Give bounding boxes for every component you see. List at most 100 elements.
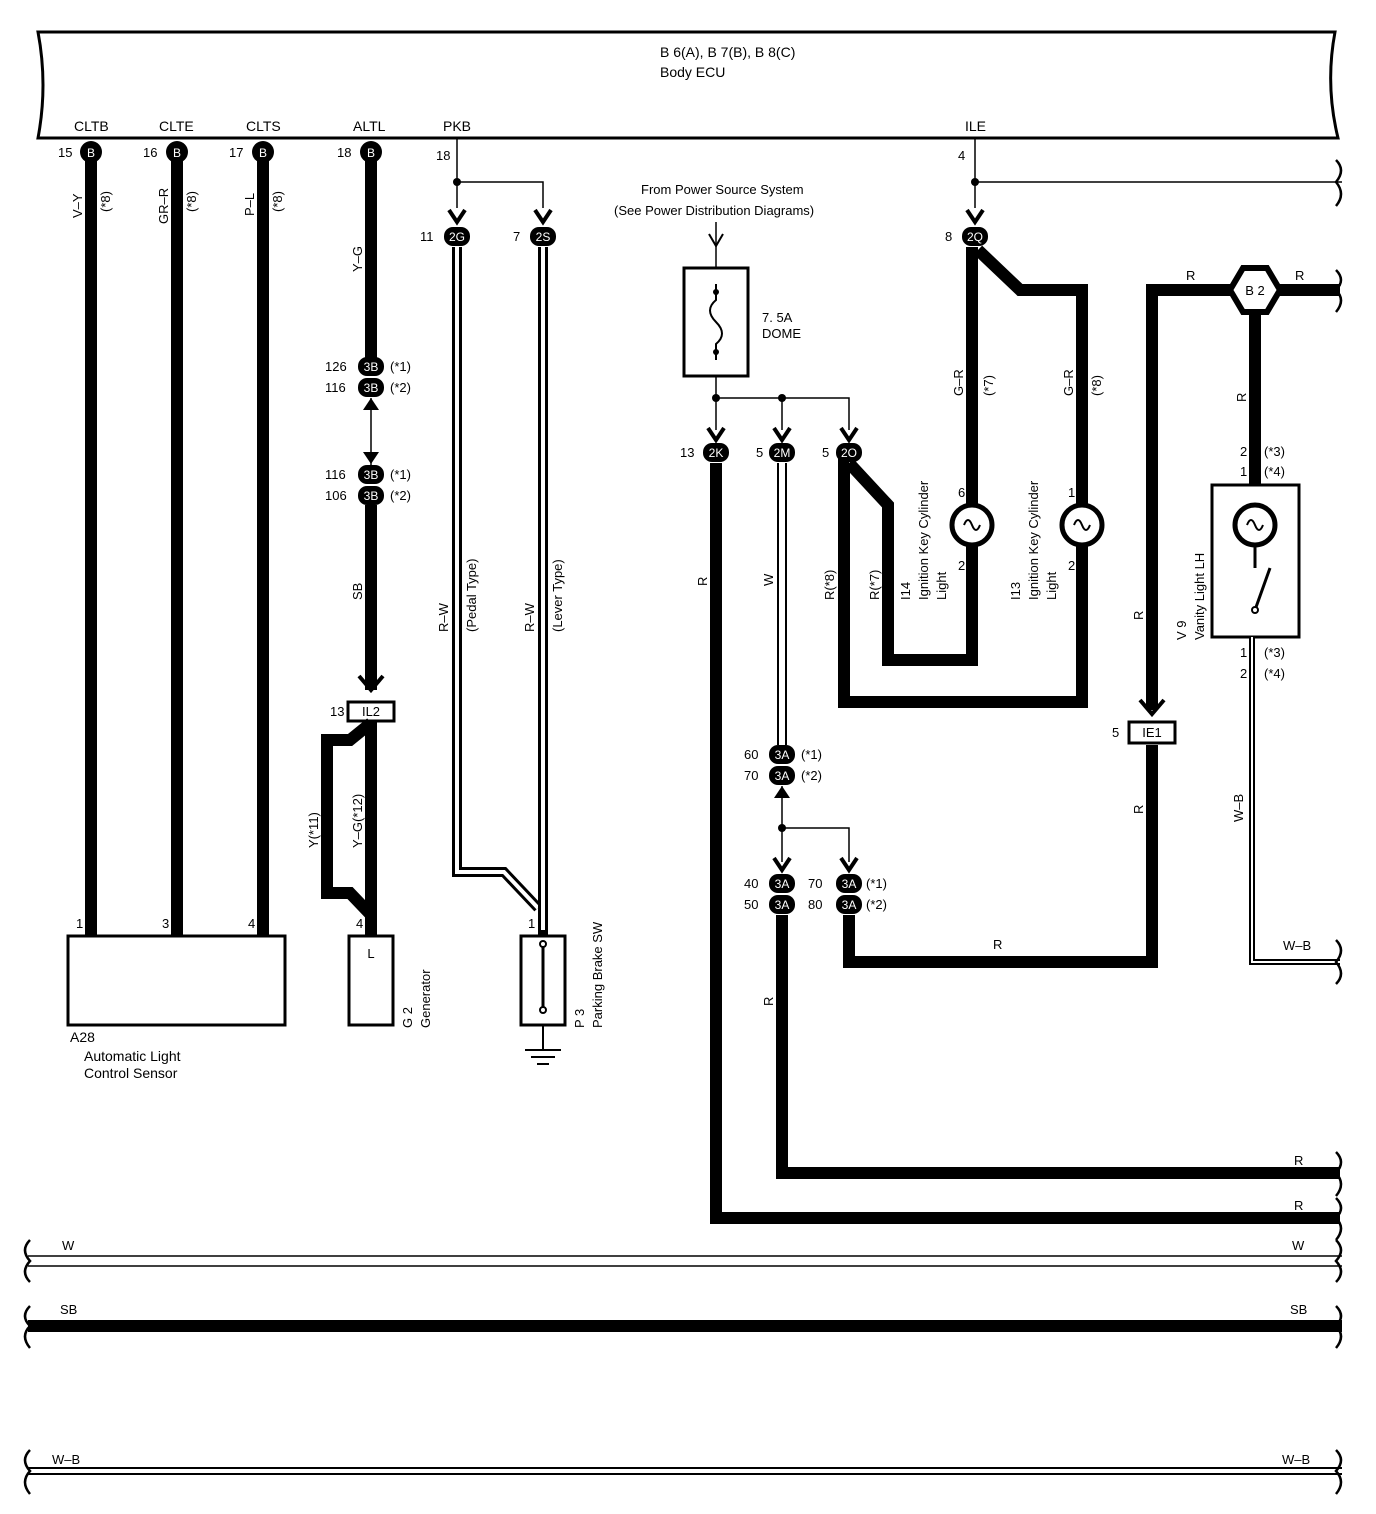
connector-2s: 2S	[530, 227, 556, 246]
bus-wb-label-right: W–B	[1282, 1452, 1310, 1467]
junction-fuse-a	[712, 394, 720, 402]
wire-label-rw-lever: R–W	[522, 602, 537, 632]
fuse-terminal-top	[713, 289, 719, 295]
connector-2k: 2K	[703, 443, 729, 462]
connector-3b-106: 3B	[358, 486, 384, 505]
pin-17: 17	[229, 145, 243, 160]
wire-note-7: (*7)	[981, 375, 996, 396]
generator-terminal-l: L	[367, 946, 374, 961]
pin-116: 116	[325, 380, 346, 395]
svg-text:3A: 3A	[775, 748, 790, 762]
arrow-ie1	[1138, 698, 1166, 718]
i14-name-line2: Light	[934, 571, 949, 600]
wire-note-8-a: (*8)	[98, 191, 113, 212]
svg-text:2Q: 2Q	[967, 230, 983, 244]
a28-sensor-box	[66, 934, 287, 1027]
junction-ie1	[1127, 720, 1177, 745]
connector-2m: 2M	[769, 443, 795, 462]
a28-name-line2: Control Sensor	[84, 1065, 178, 1081]
pin-126: 126	[325, 359, 347, 374]
parking-brake-code: P 3	[572, 1009, 587, 1028]
break-marks	[23, 159, 1343, 1495]
junction-pkb	[453, 178, 461, 186]
vanity-pin-1-top: 1	[1240, 464, 1247, 479]
connector-3b-116b: 3B	[358, 465, 384, 484]
wire-2k-r	[710, 463, 1340, 1224]
note-2-3b-a: (*2)	[390, 380, 411, 395]
wire-label-p-l: P–L	[242, 193, 257, 216]
vanity-pin-2-top: 2	[1240, 444, 1247, 459]
junction-il2-label: IL2	[362, 704, 380, 719]
wire-label-y-g: Y–G	[350, 246, 365, 272]
pin-13-2k: 13	[680, 445, 694, 460]
note-1-3b-a: (*1)	[390, 359, 411, 374]
arrow-3a-40	[772, 856, 792, 874]
note-2-3a-a: (*2)	[801, 768, 822, 783]
wire-2o-r7	[844, 458, 978, 666]
wire-note-8-b: (*8)	[184, 191, 199, 212]
pin-8: 8	[945, 229, 952, 244]
svg-text:B: B	[367, 146, 375, 160]
bus-sb-label-right: SB	[1290, 1302, 1307, 1317]
note-1-3b-b: (*1)	[390, 467, 411, 482]
connector-3a-70b: 3A	[836, 874, 862, 893]
wire-label-y11: Y(*11)	[306, 812, 321, 848]
bus-sb-label-left: SB	[60, 1302, 77, 1317]
wire-label-r-b2-right: R	[1295, 268, 1304, 283]
connector-3b-116: 3B	[358, 378, 384, 397]
connector-3a-50: 3A	[769, 895, 795, 914]
ecu-terminal-clte: CLTE	[159, 118, 194, 134]
pin-16: 16	[143, 145, 157, 160]
connector-arrow-up	[363, 398, 379, 410]
svg-text:3A: 3A	[775, 898, 790, 912]
vanity-switch-contact	[1251, 606, 1259, 614]
wire-label-sb-altl: SB	[350, 583, 365, 600]
wire-note-8-d: (*8)	[1089, 375, 1104, 396]
svg-text:2G: 2G	[449, 230, 465, 244]
arrow-2g	[447, 208, 467, 226]
switch-contact-bottom	[539, 1006, 547, 1014]
pin-5-2m: 5	[756, 445, 763, 460]
ecu-name: Body ECU	[660, 64, 725, 80]
a28-name-line1: Automatic Light	[84, 1048, 181, 1064]
vanity-note-3-bottom: (*3)	[1264, 645, 1285, 660]
i14-pin-6: 6	[958, 485, 965, 500]
wire-label-r-vanity: R	[1234, 393, 1249, 402]
junction-ile	[971, 178, 979, 186]
ecu-terminal-clts: CLTS	[246, 118, 281, 134]
wire-label-r-bottom: R	[993, 937, 1002, 952]
vanity-pin-2-bottom: 2	[1240, 666, 1247, 681]
pin-70b: 70	[808, 876, 822, 891]
svg-text:2O: 2O	[841, 446, 857, 460]
wire-note-8-c: (*8)	[270, 191, 285, 212]
svg-text:3A: 3A	[842, 898, 857, 912]
pin-5-ie1: 5	[1112, 725, 1119, 740]
svg-text:3A: 3A	[775, 877, 790, 891]
generator-pin-4: 4	[356, 916, 363, 931]
vanity-lamp-icon	[1232, 502, 1278, 548]
connector-2g: 2G	[444, 227, 470, 246]
pin-5-2o: 5	[822, 445, 829, 460]
pin-18-pkb: 18	[436, 148, 450, 163]
wire-label-r-bus-2: R	[1294, 1198, 1303, 1213]
i13-name-line1: Ignition Key Cylinder	[1026, 480, 1041, 600]
wire-pkb-split	[457, 181, 544, 208]
wire-vanity-wb-inner	[1251, 637, 1340, 963]
note-2-3b-b: (*2)	[390, 488, 411, 503]
note-2-3a-b: (*2)	[866, 897, 887, 912]
ecu-connector-16: B	[166, 141, 188, 163]
pin-4-ile: 4	[958, 148, 965, 163]
wire-label-r-ie1-bottom: R	[1131, 805, 1146, 814]
wire-label-r-ie1-top: R	[1131, 611, 1146, 620]
a28-pin-1: 1	[76, 916, 83, 931]
wire-3a-80-r	[843, 745, 1158, 968]
wire-label-gr-r: GR–R	[156, 188, 171, 224]
i14-pin-2: 2	[958, 558, 965, 573]
arrow-2q	[965, 208, 985, 226]
power-source-line1: From Power Source System	[641, 182, 804, 197]
wire-label-r-3a: R	[761, 997, 776, 1006]
wire-label-wb-right: W–B	[1283, 938, 1311, 953]
i14-code: I14	[898, 582, 913, 600]
pin-50: 50	[744, 897, 758, 912]
